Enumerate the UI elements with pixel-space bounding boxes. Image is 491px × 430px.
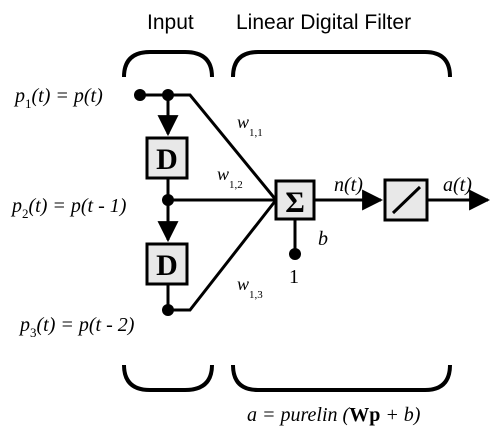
input-2-sub: 2 [22, 206, 29, 221]
input-bottom-bracket [122, 364, 214, 392]
input-eq-3: p3(t) = p(t - 2) [18, 314, 135, 340]
bias-input: 1 [289, 266, 299, 288]
filter-header: Linear Digital Filter [236, 11, 411, 34]
equation-suffix: + b) [380, 404, 420, 426]
delay1-box [145, 136, 189, 180]
input-top-bracket [122, 50, 214, 78]
filter-top-bracket [231, 50, 452, 78]
bias-label: b [318, 228, 328, 250]
equation-bold: Wp [349, 404, 380, 426]
weight-2-sub: 1,2 [229, 179, 243, 191]
weight-1-base: w [237, 112, 249, 132]
output-label: a(t) [443, 174, 472, 196]
input-2-base: p [10, 195, 22, 217]
input-1-rhs: (t) = p(t) [32, 85, 104, 107]
input-3-rhs: (t) = p(t - 2) [37, 314, 135, 336]
weight-2-label: w1,2 [217, 164, 243, 191]
filter-bottom-bracket [231, 364, 452, 392]
purelin-icon [391, 185, 422, 215]
input-3-base: p [18, 314, 30, 336]
input-eq-1: p1(t) = p(t) [13, 85, 103, 111]
input-3-sub: 3 [30, 325, 37, 340]
equation-prefix: a = purelin ( [247, 404, 351, 426]
input-header: Input [147, 11, 194, 34]
transfer-equation: a = purelin (Wp + b) [247, 404, 421, 426]
sum-symbol: Σ [285, 186, 305, 219]
weight-2-base: w [217, 164, 229, 184]
weight-1-sub: 1,1 [249, 127, 263, 139]
bias-dot [289, 248, 301, 260]
weight-1-label: w1,1 [237, 112, 263, 139]
weight-line-1 [168, 93, 278, 201]
weight-line-3 [168, 199, 278, 312]
weight-3-label: w1,3 [237, 274, 263, 301]
weight-3-sub: 1,3 [249, 289, 263, 301]
input-dot [134, 89, 146, 101]
weight-3-base: w [237, 274, 249, 294]
input-1-sub: 1 [25, 96, 32, 111]
delay2-label: D [156, 249, 178, 282]
input-2-rhs: (t) = p(t - 1) [29, 195, 127, 217]
input-1-base: p [13, 85, 25, 107]
net-input-label: n(t) [334, 174, 363, 196]
input-eq-2: p2(t) = p(t - 1) [10, 195, 127, 221]
delay2-box [145, 242, 189, 286]
delay1-label: D [156, 143, 178, 176]
